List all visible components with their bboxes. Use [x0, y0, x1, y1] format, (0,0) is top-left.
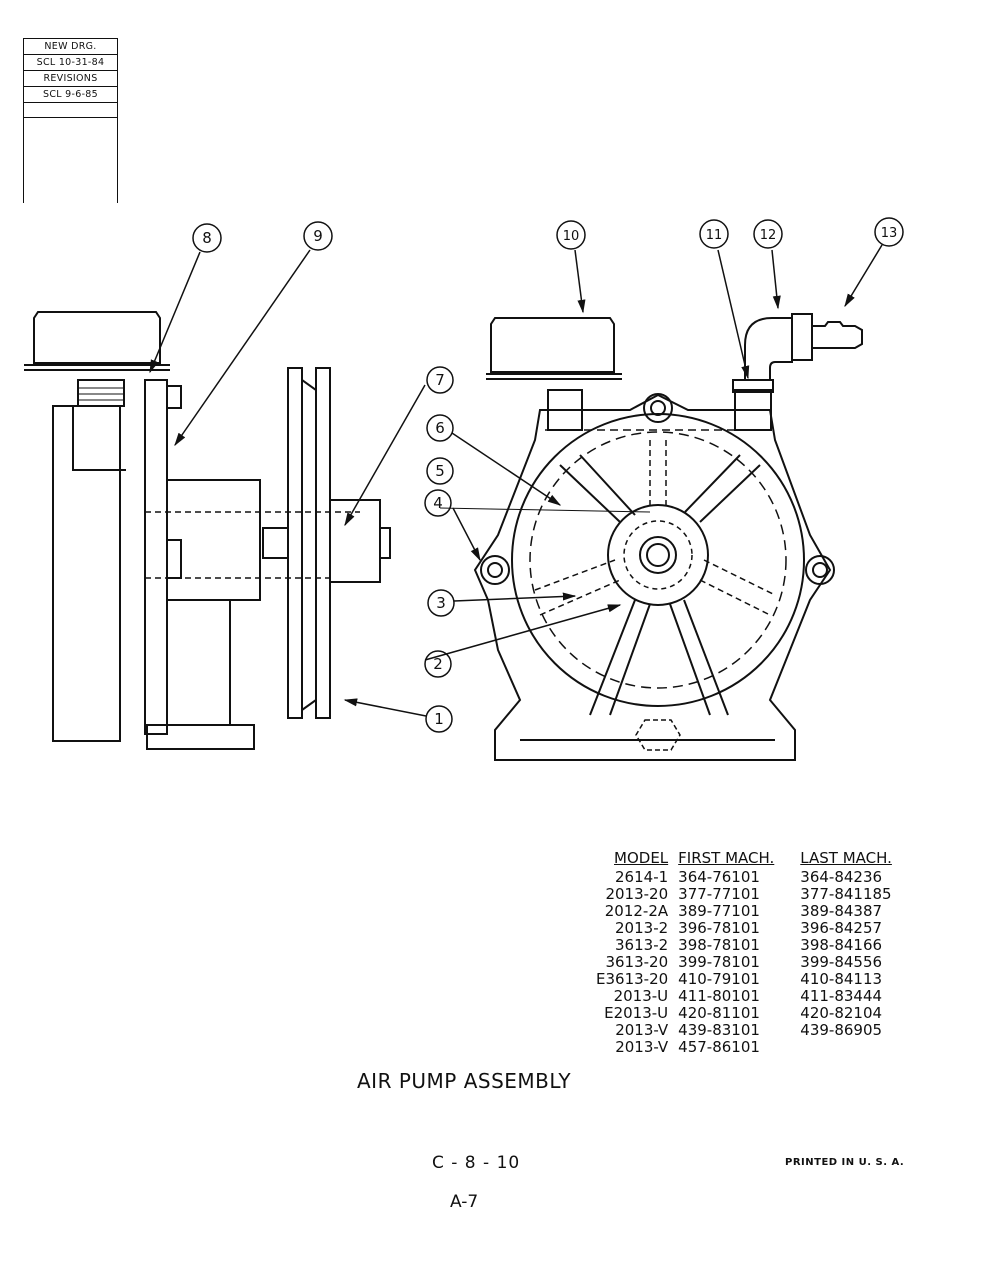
last-mach-cell: [800, 1039, 892, 1056]
model-cell: 2013-V: [615, 1021, 669, 1039]
first-mach-cell: 377-77101: [678, 885, 760, 903]
callout-label-9: 9: [313, 227, 323, 245]
revision-box: NEW DRG. SCL 10-31-84 REVISIONS SCL 9-6-…: [23, 38, 118, 203]
first-mach-cell: 439-83101: [678, 1021, 760, 1039]
model-cell: 3613-20: [605, 953, 669, 971]
callout-13: [874, 217, 904, 247]
table-row: 2013-V 439-83101 439-86905: [596, 1022, 892, 1039]
callout-4: [424, 489, 452, 517]
page-number: A-7: [450, 1192, 479, 1212]
model-table-header: MODEL FIRST MACH. LAST MACH.: [596, 850, 892, 869]
first-mach-cell: 399-78101: [678, 953, 760, 971]
table-row: 2614-1 364-76101 364-84236: [596, 869, 892, 886]
callout-label-7: 7: [435, 371, 445, 389]
first-mach-cell: 364-76101: [678, 868, 760, 886]
header-last-mach: LAST MACH.: [800, 849, 892, 867]
last-mach-cell: 389-84387: [800, 902, 883, 920]
callout-label-8: 8: [202, 229, 212, 247]
callout-12: [753, 219, 783, 249]
first-mach-cell: 398-78101: [678, 936, 760, 954]
first-mach-cell: 389-77101: [678, 902, 760, 920]
first-mach-cell: 457-86101: [678, 1038, 760, 1056]
last-mach-cell: 439-86905: [800, 1021, 883, 1039]
new-drawing-date: SCL 10-31-84: [24, 54, 117, 70]
front-view: [473, 313, 863, 761]
callout-label-3: 3: [436, 594, 446, 612]
callout-5: [426, 457, 454, 485]
page-title: AIR PUMP ASSEMBLY: [357, 1069, 572, 1093]
last-mach-cell: 398-84166: [800, 936, 883, 954]
callout-6: [426, 414, 454, 442]
model-cell: E2013-U: [604, 1004, 669, 1022]
callout-8: [192, 223, 222, 253]
revisions-label: REVISIONS: [24, 70, 117, 86]
side-view: [24, 311, 391, 750]
leader-lines: [149, 244, 883, 717]
first-mach-cell: 410-79101: [678, 970, 760, 988]
callout-label-10: 10: [563, 229, 580, 244]
callout-3: [427, 589, 455, 617]
callout-label-11: 11: [706, 228, 723, 243]
callout-label-2: 2: [433, 655, 443, 673]
callout-9: [303, 221, 333, 251]
first-mach-cell: 396-78101: [678, 919, 760, 937]
first-mach-cell: 420-81101: [678, 1004, 760, 1022]
callout-label-13: 13: [881, 226, 898, 241]
last-mach-cell: 411-83444: [800, 987, 883, 1005]
table-row: 2013-U 411-80101 411-83444: [596, 988, 892, 1005]
model-cell: 3613-2: [615, 936, 669, 954]
callout-label-12: 12: [760, 228, 777, 243]
last-mach-cell: 420-82104: [800, 1004, 883, 1022]
model-cell: 2012-2A: [604, 902, 669, 920]
model-cell: 2013-V: [615, 1038, 669, 1056]
table-row: E2013-U 420-81101 420-82104: [596, 1005, 892, 1022]
model-cell: 2013-U: [613, 987, 669, 1005]
table-row: E3613-20 410-79101 410-84113: [596, 971, 892, 988]
table-row: 2013-20 377-77101 377-841185: [596, 886, 892, 903]
model-cell: E3613-20: [596, 970, 669, 988]
table-row: 2013-V 457-86101: [596, 1039, 892, 1056]
callout-10: [556, 220, 586, 250]
header-first-mach: FIRST MACH.: [678, 849, 775, 867]
table-row: 3613-20 399-78101 399-84556: [596, 954, 892, 971]
first-mach-cell: 411-80101: [678, 987, 760, 1005]
callout-1: [425, 705, 453, 733]
model-cell: 2013-2: [615, 919, 669, 937]
last-mach-cell: 364-84236: [800, 868, 883, 886]
table-row: 2013-2 396-78101 396-84257: [596, 920, 892, 937]
callout-2: [424, 650, 452, 678]
callout-label-4: 4: [433, 494, 443, 512]
page-code: C - 8 - 10: [432, 1153, 521, 1173]
callout-label-5: 5: [435, 462, 445, 480]
new-drawing-label: NEW DRG.: [24, 38, 117, 54]
table-row: 3613-2 398-78101 398-84166: [596, 937, 892, 954]
last-mach-cell: 399-84556: [800, 953, 883, 971]
model-cell: 2013-20: [605, 885, 669, 903]
callout-label-6: 6: [435, 419, 445, 437]
last-mach-cell: 396-84257: [800, 919, 883, 937]
printed-note: PRINTED IN U. S. A.: [785, 1157, 905, 1168]
callout-7: [426, 366, 454, 394]
last-mach-cell: 377-841185: [800, 885, 892, 903]
last-mach-cell: 410-84113: [800, 970, 883, 988]
callout-label-1: 1: [434, 710, 444, 728]
header-model: MODEL: [614, 849, 669, 867]
callout-11: [699, 219, 729, 249]
model-table: MODEL FIRST MACH. LAST MACH. 2614-1 364-7…: [596, 850, 892, 1056]
pump-drawing: 1 2 3 4 5 6 7 8 9 10 11 12 13: [24, 217, 904, 761]
table-row: 2012-2A 389-77101 389-84387: [596, 903, 892, 920]
callouts: [192, 217, 904, 733]
revision-date: SCL 9-6-85: [24, 86, 117, 103]
model-cell: 2614-1: [615, 868, 669, 886]
revision-empty-row: [24, 103, 117, 118]
